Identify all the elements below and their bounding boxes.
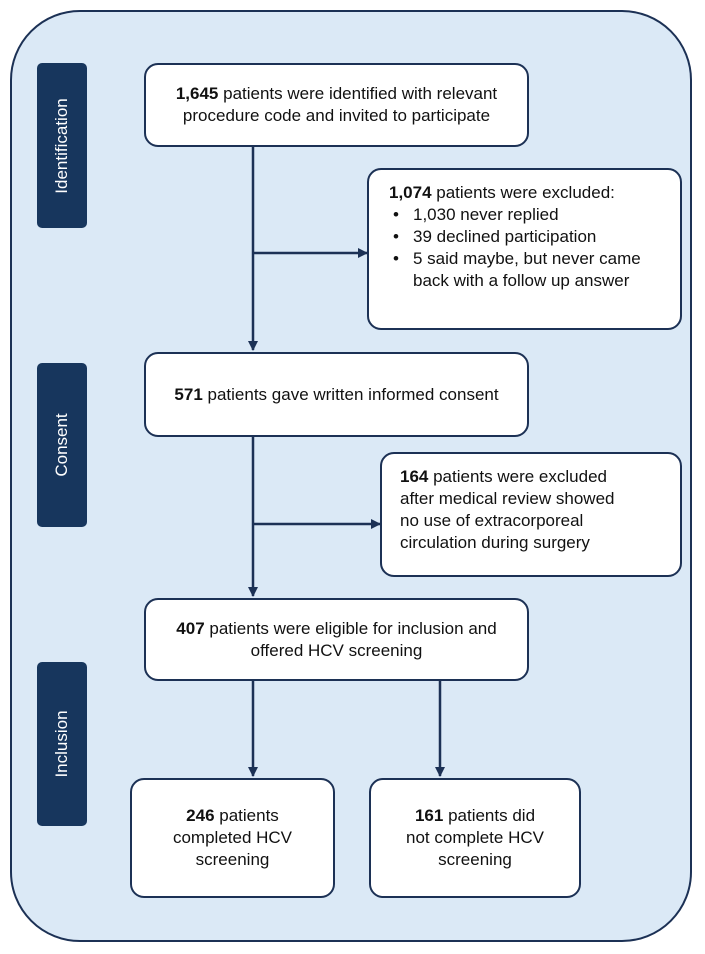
completed-text-line-2: completed HCV [172,828,293,847]
excluded-second-text-line-4: circulation during surgery [400,533,590,552]
excluded-first-count: 1,074 [389,183,432,202]
not-completed-line-1: 161 patients did [415,805,535,827]
excluded-first-heading: 1,074 patients were excluded: [389,182,670,204]
eligible-line-1: 407 patients were eligible for inclusion… [176,618,496,640]
excluded-first-text: patients were excluded: [431,183,615,202]
identified-box: 1,645 patients were identified with rele… [144,63,529,147]
completed-line-1: 246 patients [186,805,279,827]
eligible-count: 407 [176,618,205,638]
eligible-text-line-1: patients were eligible for inclusion and [204,618,497,638]
stage-label-consent: Consent [37,363,87,527]
excluded-second-box: 164 patients were excluded after medical… [380,452,682,577]
identified-line-1: 1,645 patients were identified with rele… [176,83,497,105]
stage-label-identification: Identification [37,63,87,228]
not-completed-text-line-2: not complete HCV [406,828,544,847]
not-completed-box: 161 patients did not complete HCV screen… [369,778,581,898]
identified-count: 1,645 [175,84,219,103]
completed-text-line-1: patients [214,806,279,825]
consent-count: 571 [174,384,203,404]
identified-text-line-2: procedure code and invited to participat… [182,106,491,125]
not-completed-text-line-1: patients did [443,806,536,825]
completed-box: 246 patients completed HCV screening [130,778,335,898]
excluded-second-text-line-1: patients were excluded [428,467,607,486]
excluded-first-reasons: 1,030 never replied 39 declined particip… [389,204,670,292]
consent-text: patients gave written informed consent [202,384,499,404]
completed-count: 246 [186,806,215,825]
completed-text-line-3: screening [195,850,270,869]
excluded-reason-item: 5 said maybe, but never came back with a… [389,248,670,292]
eligible-box: 407 patients were eligible for inclusion… [144,598,529,681]
excluded-first-box: 1,074 patients were excluded: 1,030 neve… [367,168,682,330]
excluded-second-count: 164 [400,467,429,486]
identified-text-line-1: patients were identified with relevant [218,84,498,103]
excluded-reason-item: 1,030 never replied [389,204,670,226]
consent-box: 571 patients gave written informed conse… [144,352,529,437]
excluded-second-text-line-3: no use of extracorporeal [400,511,584,530]
excluded-second-text-line-2: after medical review showed [400,489,615,508]
not-completed-text-line-3: screening [438,850,512,869]
eligible-text-line-2: offered HCV screening [250,640,423,660]
consent-line: 571 patients gave written informed conse… [174,384,498,406]
excluded-second-line-1: 164 patients were excluded [400,466,672,488]
stage-label-inclusion: Inclusion [37,662,87,826]
not-completed-count: 161 [414,806,444,825]
excluded-reason-item: 39 declined participation [389,226,670,248]
